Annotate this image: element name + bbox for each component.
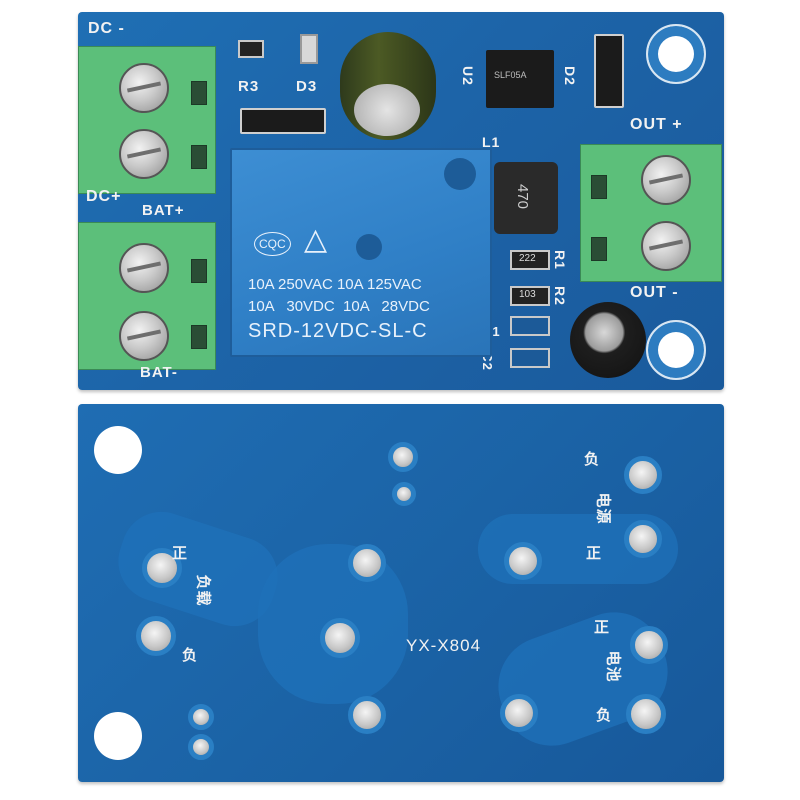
relay-center-hole — [356, 234, 382, 260]
label-power-negative: 负 — [584, 451, 601, 468]
r2-marking: 103 — [519, 289, 536, 300]
relay-vent-hole — [444, 158, 476, 190]
out-plus-screw — [641, 155, 691, 205]
solder-pad — [388, 442, 418, 472]
label-battery-negative: 负 — [596, 707, 613, 724]
solder-pad — [392, 482, 416, 506]
terminal-slot — [191, 81, 207, 105]
label-d3: D3 — [296, 78, 318, 95]
label-power-positive: 正 — [586, 545, 603, 562]
label-dc-plus: DC+ — [86, 188, 122, 205]
label-out-minus: OUT - — [630, 284, 679, 301]
label-battery-positive: 正 — [594, 619, 611, 636]
ic-chip-u2: SLF05A — [486, 50, 554, 108]
copper-trace — [484, 598, 682, 760]
solder-pad — [624, 456, 662, 494]
resistor-r2: 103 — [510, 286, 550, 306]
mounting-hole — [646, 24, 706, 84]
solder-pad — [624, 520, 662, 558]
capacitor-c2 — [510, 348, 550, 368]
label-out-plus: OUT + — [630, 116, 683, 133]
dc-terminal-block — [78, 46, 216, 194]
pcb-bottom-side: YX-X804 正 负载 负 负 电源 正 正 电池 负 — [78, 404, 724, 782]
label-dc-minus: DC - — [88, 20, 125, 37]
dc-minus-screw — [119, 63, 169, 113]
out-terminal-block — [580, 144, 722, 282]
solder-pad — [626, 694, 666, 734]
label-load-negative: 负 — [182, 647, 199, 664]
mounting-hole — [94, 426, 142, 474]
terminal-slot — [191, 325, 207, 349]
label-r2: R2 — [551, 286, 568, 306]
dc-plus-screw — [119, 129, 169, 179]
pcb-top-side: DC - DC+ BAT+ BAT- R3 D3 SLF05A U2 D2 OU… — [78, 12, 724, 390]
bat-minus-screw — [119, 311, 169, 361]
bat-terminal-block — [78, 222, 216, 370]
label-r3: R3 — [238, 78, 260, 95]
label-d2: D2 — [561, 66, 578, 86]
solder-pad — [320, 618, 360, 658]
relay-cert-mark: CQC — [254, 232, 291, 256]
out-minus-screw — [641, 221, 691, 271]
resistor-r1: 222 — [510, 250, 550, 270]
relay-rating-line-1: 10A 250VAC 10A 125VAC — [248, 276, 422, 293]
diode-component — [240, 108, 326, 134]
capacitor-top — [354, 84, 420, 136]
label-bat-minus: BAT- — [140, 364, 178, 381]
solder-pad — [500, 694, 538, 732]
solder-pad — [630, 626, 668, 664]
relay-rating-line-2: 10A 30VDC 10A 28VDC — [248, 298, 430, 315]
solder-pad — [504, 542, 542, 580]
solder-pad — [136, 616, 176, 656]
small-electrolytic-capacitor — [570, 302, 646, 378]
label-load: 负载 — [194, 574, 212, 607]
solder-pad — [348, 696, 386, 734]
diode-d2 — [594, 34, 624, 108]
terminal-slot — [591, 237, 607, 261]
relay-module: CQC △ 10A 250VAC 10A 125VAC 10A 30VDC 10… — [230, 148, 492, 357]
relay-model: SRD-12VDC-SL-C — [248, 320, 428, 342]
inductor-l1: 470 — [494, 162, 558, 234]
mounting-hole — [646, 320, 706, 380]
board-model-label: YX-X804 — [406, 636, 482, 655]
terminal-slot — [191, 145, 207, 169]
r1-marking: 222 — [519, 253, 536, 264]
smd-resistor-r3 — [238, 40, 264, 58]
solder-pad — [188, 704, 214, 730]
label-l1: L1 — [482, 134, 501, 150]
bat-plus-screw — [119, 243, 169, 293]
label-r1: R1 — [551, 250, 568, 270]
solder-pad — [188, 734, 214, 760]
solder-pad — [348, 544, 386, 582]
solder-pad — [142, 548, 182, 588]
label-u2: U2 — [459, 66, 476, 86]
inductor-marking: 470 — [514, 183, 532, 210]
electrolytic-capacitor — [340, 32, 436, 140]
label-power: 电源 — [594, 492, 612, 525]
terminal-slot — [191, 259, 207, 283]
label-bat-plus: BAT+ — [142, 202, 185, 219]
label-load-positive: 正 — [172, 545, 189, 562]
terminal-slot — [591, 175, 607, 199]
relay-warning-triangle: △ — [304, 223, 328, 256]
label-battery: 电池 — [604, 650, 622, 683]
capacitor-c1 — [510, 316, 550, 336]
mounting-hole — [94, 712, 142, 760]
smd-diode-d3 — [300, 34, 318, 64]
chip-marking: SLF05A — [494, 70, 527, 80]
